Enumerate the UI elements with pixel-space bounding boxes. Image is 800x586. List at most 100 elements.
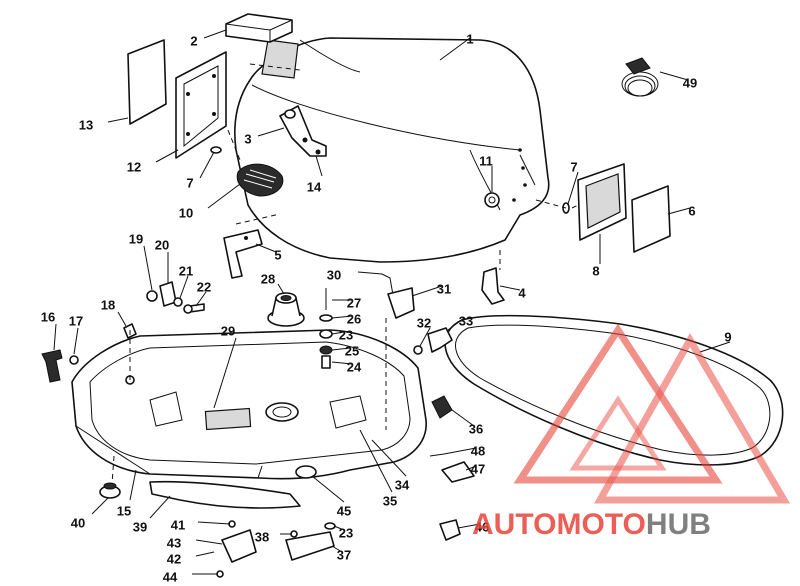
leader-line-15: [129, 469, 137, 501]
part-12-side-panel: [175, 51, 227, 159]
watermark-hub: HUB: [646, 508, 711, 541]
leader-line-10: [207, 183, 241, 209]
parts-47-48: [429, 453, 475, 483]
parts-19-22-hardware: [146, 281, 205, 314]
part-13-decal: [127, 39, 167, 125]
part-label-47: 47: [471, 461, 485, 476]
leader-line-16: [53, 323, 57, 351]
leader-line-17: [73, 327, 79, 355]
leader-lines: [53, 29, 731, 575]
leader-line-13: [107, 117, 129, 123]
part-label-49: 49: [683, 75, 697, 90]
leader-line-34: [371, 439, 407, 477]
part-49-cable: [621, 57, 659, 97]
part-40-grommet: [99, 482, 121, 499]
part-label-26: 26: [347, 311, 361, 326]
part-label-25: 25: [345, 343, 359, 358]
leader-line-42: [195, 551, 215, 557]
leader-line-12: [155, 149, 179, 163]
leader-line-31: [411, 285, 443, 297]
part-11-grommet: [484, 192, 500, 208]
part-label-14: 14: [307, 179, 322, 194]
leader-line-48: [443, 447, 477, 455]
part-label-12: 12: [127, 159, 141, 174]
part-label-42: 42: [167, 551, 181, 566]
part-label-45: 45: [337, 503, 351, 518]
leader-line-9: [699, 341, 731, 353]
part-7-screw-left: [210, 146, 222, 154]
leader-line-2: [203, 29, 227, 39]
part-label-20: 20: [155, 237, 169, 252]
part-label-44: 44: [163, 569, 178, 584]
part-label-19: 19: [129, 231, 143, 246]
part-10-grip-pad: [236, 163, 284, 197]
leader-line-37: [331, 545, 343, 553]
part-label-23a: 23: [339, 327, 353, 342]
part-label-9: 9: [724, 329, 731, 344]
part-label-33: 33: [459, 313, 473, 328]
part-label-38: 38: [255, 529, 269, 544]
part-label-3: 3: [244, 131, 251, 146]
part-label-35: 35: [383, 493, 397, 508]
part-label-16: 16: [41, 309, 55, 324]
part-label-7a: 7: [186, 175, 193, 190]
part-label-10: 10: [179, 205, 193, 220]
part-label-48: 48: [471, 443, 485, 458]
leader-line-46: [457, 523, 481, 529]
part-label-7b: 7: [570, 159, 577, 174]
leader-line-18: [117, 311, 127, 327]
part-label-43: 43: [167, 535, 181, 550]
part-label-46: 46: [475, 519, 489, 534]
leader-line-23b: [333, 525, 345, 531]
part-8-right-panel: [577, 163, 627, 241]
leader-line-7b: [567, 171, 579, 205]
part-label-6: 6: [688, 203, 695, 218]
automotohub-watermark: AUTOMOTOHUB: [472, 323, 791, 541]
leader-line-35: [359, 429, 393, 493]
leader-line-5: [255, 243, 277, 253]
leader-line-3: [257, 127, 285, 137]
leader-line-36: [451, 409, 475, 427]
part-label-30: 30: [327, 267, 341, 282]
leader-line-14: [315, 155, 323, 177]
part-label-23b: 23: [339, 525, 353, 540]
assembly-guide-lines: [111, 63, 581, 485]
part-label-21: 21: [179, 263, 193, 278]
part-1-upper-cover: [233, 37, 550, 263]
part-label-41: 41: [171, 517, 185, 532]
leader-line-23a: [331, 331, 345, 335]
part-label-32: 32: [417, 315, 431, 330]
part-label-18: 18: [101, 297, 115, 312]
part-46-clip: [439, 519, 461, 541]
watermark-moto: MOTO: [556, 508, 645, 541]
part-5-hinge-bracket: [223, 229, 263, 279]
part-4-clip: [481, 267, 505, 305]
part-label-28: 28: [261, 271, 275, 286]
part-label-31: 31: [437, 281, 451, 296]
leader-line-47: [465, 465, 477, 471]
leader-line-29: [213, 337, 237, 409]
watermark-text-auto: AUTOMOTOHUB: [472, 508, 711, 541]
part-label-22: 22: [197, 279, 211, 294]
lower-cover-tray: [71, 329, 427, 480]
leader-line-45: [311, 475, 345, 503]
part-3-14-latch-bracket: [279, 105, 327, 157]
leader-line-4: [499, 285, 521, 291]
part-label-8: 8: [592, 263, 599, 278]
part-label-2: 2: [190, 33, 197, 48]
part-label-13: 13: [79, 117, 93, 132]
part-label-29: 29: [221, 323, 235, 338]
leader-line-30: [357, 271, 383, 275]
leader-line-40: [91, 497, 109, 515]
part-28-boot: [267, 292, 305, 327]
leader-line-6: [667, 207, 691, 215]
leader-line-32: [419, 327, 431, 347]
leader-line-7a: [199, 151, 215, 179]
leader-line-41: [197, 521, 231, 525]
watermark-auto: AUTO: [472, 508, 556, 541]
part-label-5: 5: [274, 247, 281, 262]
part-6-decal: [631, 185, 671, 253]
